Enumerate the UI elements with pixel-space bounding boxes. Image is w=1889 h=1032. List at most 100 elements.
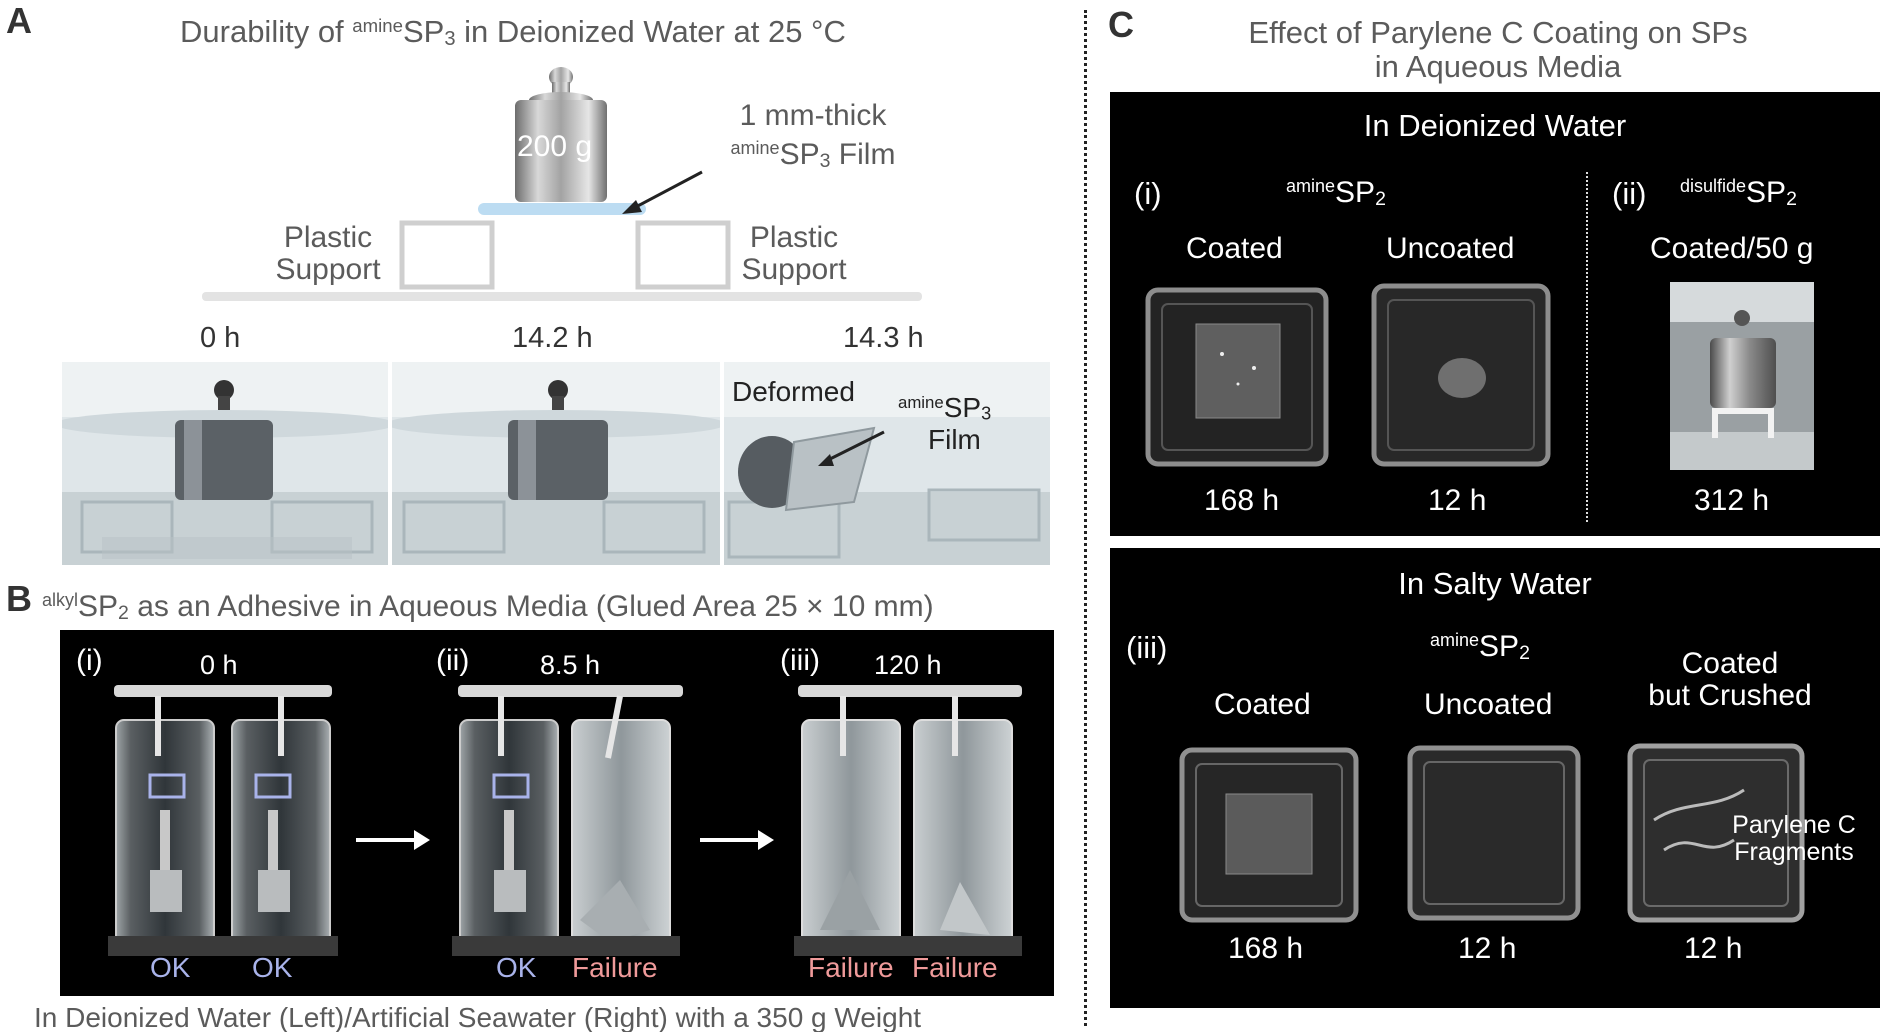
support-left-label: Plastic Support <box>275 221 381 286</box>
panel-b-title: alkylSP2 as an Adhesive in Aqueous Media… <box>42 590 934 625</box>
weight-icon <box>515 67 607 202</box>
box1-title: In Deionized Water <box>1363 108 1627 143</box>
panel-a-title-text: Durability of <box>180 14 353 49</box>
film-label-sub: 3 <box>819 149 831 172</box>
box1-time-312: 312 h <box>1694 484 1770 517</box>
panel-b-title-mid: SP <box>78 590 119 623</box>
box1-uncoated-label: Uncoated <box>1386 232 1515 265</box>
box1-ii-sub: 2 <box>1786 187 1797 210</box>
support-left-shape <box>399 220 495 290</box>
box2-title: In Salty Water <box>1398 566 1592 601</box>
panel-c-letter: C <box>1108 4 1134 45</box>
panel-b-black-box: (i) 0 h (ii) 8.5 h (iii) 120 h OK OK OK … <box>60 630 1054 996</box>
table-line <box>202 292 922 301</box>
panel-a-letter: A <box>6 0 32 41</box>
photo-c-coated-deionized <box>1142 284 1332 470</box>
photo-a-0h <box>62 362 388 565</box>
stage-2-left-status: OK <box>496 952 537 983</box>
stage-1-roman: (i) <box>76 644 103 677</box>
box1-coated-label: Coated <box>1186 232 1283 265</box>
box1-coated-50g-label: Coated/50 g <box>1650 232 1814 265</box>
fragments-label: Parylene C Fragments <box>1714 812 1874 866</box>
panel-divider <box>1084 10 1087 1026</box>
fragments-line2: Fragments <box>1734 838 1854 866</box>
box2-sup: amine <box>1430 630 1480 651</box>
stage-3-left-status: Failure <box>808 952 894 983</box>
box2-time-12a: 12 h <box>1458 932 1517 965</box>
panel-b-beakers <box>108 685 1022 956</box>
deformed-sup: amine <box>898 392 944 412</box>
panel-b-title-sub: 2 <box>118 601 129 624</box>
panel-b-letter: B <box>6 578 32 619</box>
photo-c-coated-salty <box>1176 744 1362 926</box>
box2-crushed-line1: Coated <box>1681 647 1779 680</box>
box1-i-material: amineSP2 <box>1286 176 1386 211</box>
box1-inner-divider <box>1586 172 1588 522</box>
film-label-sup: amine <box>730 138 780 158</box>
box2-sub: 2 <box>1519 641 1530 664</box>
support-right-label: Plastic Support <box>741 221 847 286</box>
box1-ii-sup: disulfide <box>1680 176 1747 197</box>
photo-c-uncoated-salty <box>1404 742 1584 924</box>
stage-1-time: 0 h <box>200 650 238 680</box>
stage-3-roman: (iii) <box>780 644 820 677</box>
box2-crushed-line2: but Crushed <box>1648 679 1812 712</box>
box2-uncoated-label: Uncoated <box>1424 688 1553 721</box>
panel-b-caption: In Deionized Water (Left)/Artificial Sea… <box>34 1002 922 1032</box>
stage-1-right-status: OK <box>252 952 293 983</box>
panel-c-box-salty: In Salty Water (iii) amineSP2 Coated Unc… <box>1110 548 1880 1008</box>
box1-time-168: 168 h <box>1204 484 1280 517</box>
box1-i-sub: 2 <box>1375 187 1386 210</box>
box1-roman-i: (i) <box>1134 176 1162 211</box>
panel-b-title-sup: alkyl <box>42 590 79 611</box>
stage-2-roman: (ii) <box>436 644 470 677</box>
fragments-line1: Parylene C <box>1732 811 1856 839</box>
box1-roman-ii: (ii) <box>1612 176 1647 211</box>
panel-a-title-mid: SP <box>402 14 445 49</box>
stage-2-time: 8.5 h <box>540 650 601 680</box>
photo-c-disulfide-coated <box>1670 282 1814 470</box>
box1-time-12: 12 h <box>1428 484 1487 517</box>
photo-a-14-2h <box>392 362 720 565</box>
film-label: 1 mm-thick amineSP3 Film <box>688 100 938 177</box>
panel-c-box-deionized: In Deionized Water (i) amineSP2 (ii) dis… <box>1110 92 1880 536</box>
box2-roman-iii: (iii) <box>1126 630 1168 665</box>
deformed-mid: SP <box>943 392 982 423</box>
box1-ii-material: disulfideSP2 <box>1680 176 1797 211</box>
panel-a-title-sub: 3 <box>444 28 456 51</box>
box1-ii-mid: SP <box>1746 176 1787 209</box>
film-label-mid: SP <box>779 137 820 171</box>
stage-1-left-status: OK <box>150 952 191 983</box>
box2-material: amineSP2 <box>1430 630 1530 665</box>
panel-a-title-sup: amine <box>352 14 403 36</box>
box1-i-sup: amine <box>1286 176 1336 197</box>
deformed-label: Deformed <box>732 376 855 407</box>
box1-i-mid: SP <box>1335 176 1376 209</box>
deformed-sub: 3 <box>981 403 992 424</box>
panel-b-title-end: as an Adhesive in Aqueous Media (Glued A… <box>128 590 934 623</box>
box2-mid: SP <box>1479 630 1520 663</box>
weight-label: 200 g <box>517 130 593 163</box>
panel-a-title: Durability of amineSP3 in Deionized Wate… <box>180 14 846 51</box>
box2-coated-label: Coated <box>1214 688 1311 721</box>
time-label-0: 0 h <box>200 322 241 354</box>
time-label-2: 14.3 h <box>843 322 924 354</box>
deformed-film-label: Film <box>928 424 981 455</box>
film-shape <box>478 203 646 215</box>
stage-3-time: 120 h <box>874 650 942 680</box>
stage-3-right-status: Failure <box>912 952 998 983</box>
panel-c-title-line2: in Aqueous Media <box>1374 49 1622 84</box>
panel-a-title-end: in Deionized Water at 25 °C <box>455 14 846 49</box>
deformed-film-name: amineSP3 <box>898 392 991 425</box>
film-label-end: Film <box>830 137 896 171</box>
stage-2-right-status: Failure <box>572 952 658 983</box>
panel-c-title-line1: Effect of Parylene C Coating on SPs <box>1248 15 1748 50</box>
support-right-shape <box>635 220 731 290</box>
box2-time-168: 168 h <box>1228 932 1304 965</box>
box2-time-12b: 12 h <box>1684 932 1743 965</box>
photo-c-crushed-salty <box>1624 740 1808 926</box>
film-label-line1: 1 mm-thick <box>739 99 887 132</box>
photo-a-14-3h <box>724 362 1050 565</box>
panel-a-schematic <box>202 67 922 301</box>
panel-c-title: Effect of Parylene C Coating on SPs in A… <box>1118 16 1878 84</box>
